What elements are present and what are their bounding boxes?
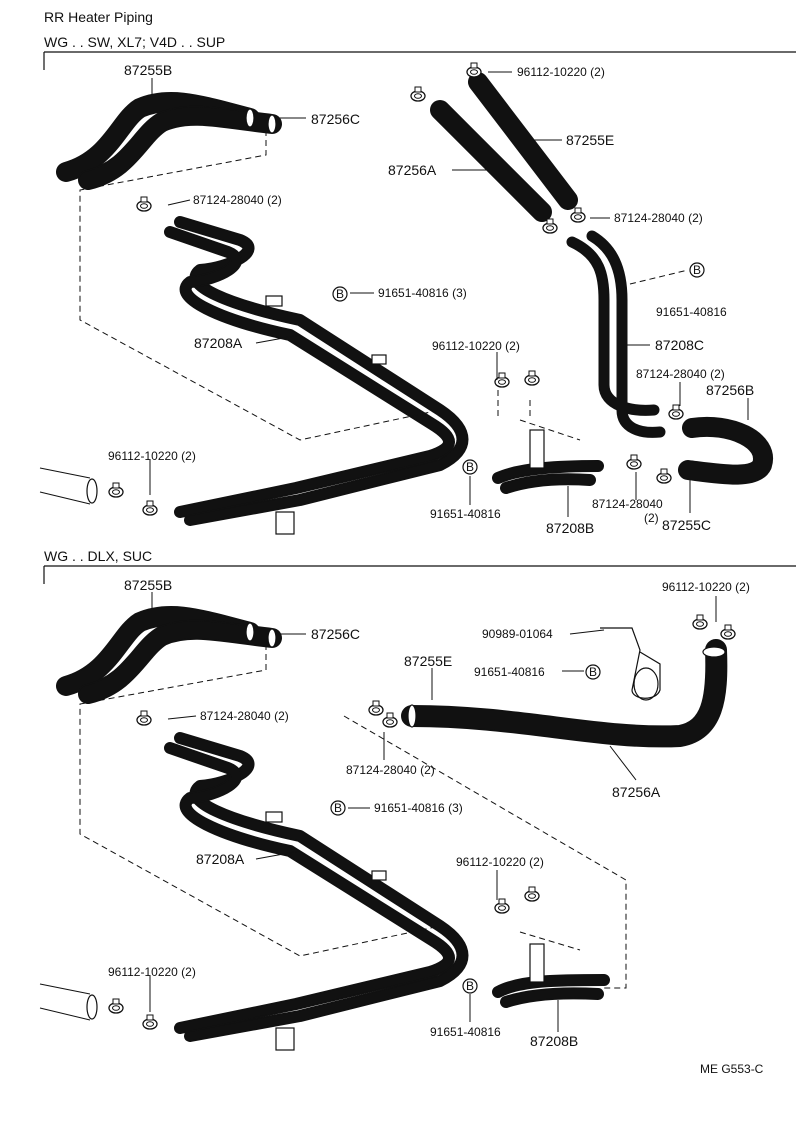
svg-text:B: B: [693, 263, 701, 277]
section-1-header: WG . . SW, XL7; V4D . . SUP: [44, 34, 225, 50]
hose-clamp-icon: [656, 468, 672, 484]
bolt-b-icon: B: [585, 664, 601, 680]
part-label-91651: 91651-40816 (3): [374, 801, 463, 815]
bolt-b-icon: B: [462, 978, 478, 994]
hose-clamp-icon: [136, 710, 152, 726]
hose-87255B: [56, 91, 282, 190]
hose-clamp-icon: [570, 207, 586, 223]
hose-clamp-icon: [524, 370, 540, 386]
bolt-b-icon: B: [462, 459, 478, 475]
hose-clamp-icon: [108, 482, 124, 498]
part-label-96112: 96112-10220 (2): [108, 965, 196, 979]
svg-text:B: B: [336, 287, 344, 301]
hose-clamp-icon: [668, 404, 684, 420]
hose-87255E-87256A: [401, 639, 728, 748]
dashed-reference: [519, 931, 581, 951]
pipe-87208B: [492, 429, 604, 494]
hose-87256B-87255C: [678, 416, 773, 485]
bracket-90989: [600, 627, 661, 701]
part-label-87255C: 87255C: [662, 517, 711, 533]
part-label-96112: 96112-10220 (2): [432, 339, 520, 353]
part-label-87255E: 87255E: [404, 653, 452, 669]
hose-clamp-icon: [524, 886, 540, 902]
part-label-87124: 87124-28040 (2): [346, 763, 435, 777]
drawing-code: ME G553-C: [700, 1062, 764, 1076]
part-label-87256A: 87256A: [612, 784, 661, 800]
part-label-87208A: 87208A: [196, 851, 245, 867]
section-1: WG . . SW, XL7; V4D . . SUP: [39, 34, 796, 536]
part-label-96112: 96112-10220 (2): [456, 855, 544, 869]
part-label-90989: 90989-01064: [482, 627, 553, 641]
part-label-87208C: 87208C: [655, 337, 704, 353]
part-label-91651: 91651-40816: [474, 665, 545, 679]
part-label-87256A: 87256A: [388, 162, 437, 178]
hose-clamp-icon: [692, 614, 708, 630]
hose-clamp-icon: [410, 86, 426, 102]
hose-87255E-87256A: [430, 72, 578, 222]
part-label-91651: 91651-40816: [430, 507, 501, 521]
section-2-header: WG . . DLX, SUC: [44, 548, 152, 564]
part-label-87208B: 87208B: [530, 1033, 578, 1049]
svg-text:B: B: [466, 979, 474, 993]
pipe-87208A: [164, 216, 469, 535]
svg-text:B: B: [334, 801, 342, 815]
part-label-91651: 91651-40816: [656, 305, 727, 319]
hose-clamp-icon: [466, 62, 482, 78]
leader-lines: [149, 71, 749, 517]
bolt-b-icon: B: [332, 286, 348, 302]
pipe-87208A: [164, 732, 469, 1051]
part-label-91651: 91651-40816 (3): [378, 286, 467, 300]
part-label-87124: 87124-28040 (2): [614, 211, 703, 225]
part-label-87208A: 87208A: [194, 335, 243, 351]
hose-stub-left: [39, 467, 98, 505]
hose-clamp-icon: [720, 624, 736, 640]
part-label-87124: 87124-28040 (2): [200, 709, 289, 723]
part-label-91651: 91651-40816: [430, 1025, 501, 1039]
dashed-reference: [79, 644, 441, 957]
hose-clamp-icon: [142, 1014, 158, 1030]
hose-stub-left: [39, 983, 98, 1021]
hose-clamp-icon: [136, 196, 152, 212]
bolt-b-icon: B: [689, 262, 705, 278]
hose-clamp-icon: [626, 454, 642, 470]
hose-clamp-icon: [108, 998, 124, 1014]
part-label-87124: 87124-28040 (2): [193, 193, 282, 207]
leader-lines: [149, 592, 717, 1032]
pipe-87208B: [492, 943, 610, 1008]
part-label-87255B: 87255B: [124, 62, 172, 78]
part-label-87208B: 87208B: [546, 520, 594, 536]
svg-text:B: B: [466, 460, 474, 474]
diagram-title: RR Heater Piping: [44, 9, 153, 25]
part-label-87256C: 87256C: [311, 626, 360, 642]
part-label-96112: 96112-10220 (2): [108, 449, 196, 463]
part-label-96112: 96112-10220 (2): [517, 65, 605, 79]
hose-clamp-icon: [494, 898, 510, 914]
part-label-87124: 87124-28040: [592, 497, 663, 511]
hose-clamp-icon: [382, 712, 398, 728]
dashed-reference: [497, 390, 581, 441]
svg-text:B: B: [589, 665, 597, 679]
pipe-87208C: [566, 230, 666, 438]
part-label-87255B: 87255B: [124, 577, 172, 593]
dashed-reference: [343, 715, 627, 989]
part-label-96112: 96112-10220 (2): [662, 580, 750, 594]
section-2: WG . . DLX, SUC: [39, 548, 796, 1051]
part-label-qty: (2): [644, 511, 659, 525]
hose-clamp-icon: [142, 500, 158, 516]
part-label-87256B: 87256B: [706, 382, 754, 398]
part-label-87124: 87124-28040 (2): [636, 367, 725, 381]
dashed-reference: [79, 130, 441, 441]
bolt-b-icon: B: [330, 800, 346, 816]
part-label-87256C: 87256C: [311, 111, 360, 127]
hose-clamp-icon: [368, 700, 384, 716]
part-label-87255E: 87255E: [566, 132, 614, 148]
dashed-reference: [629, 269, 689, 285]
hose-87255B: [56, 605, 282, 704]
